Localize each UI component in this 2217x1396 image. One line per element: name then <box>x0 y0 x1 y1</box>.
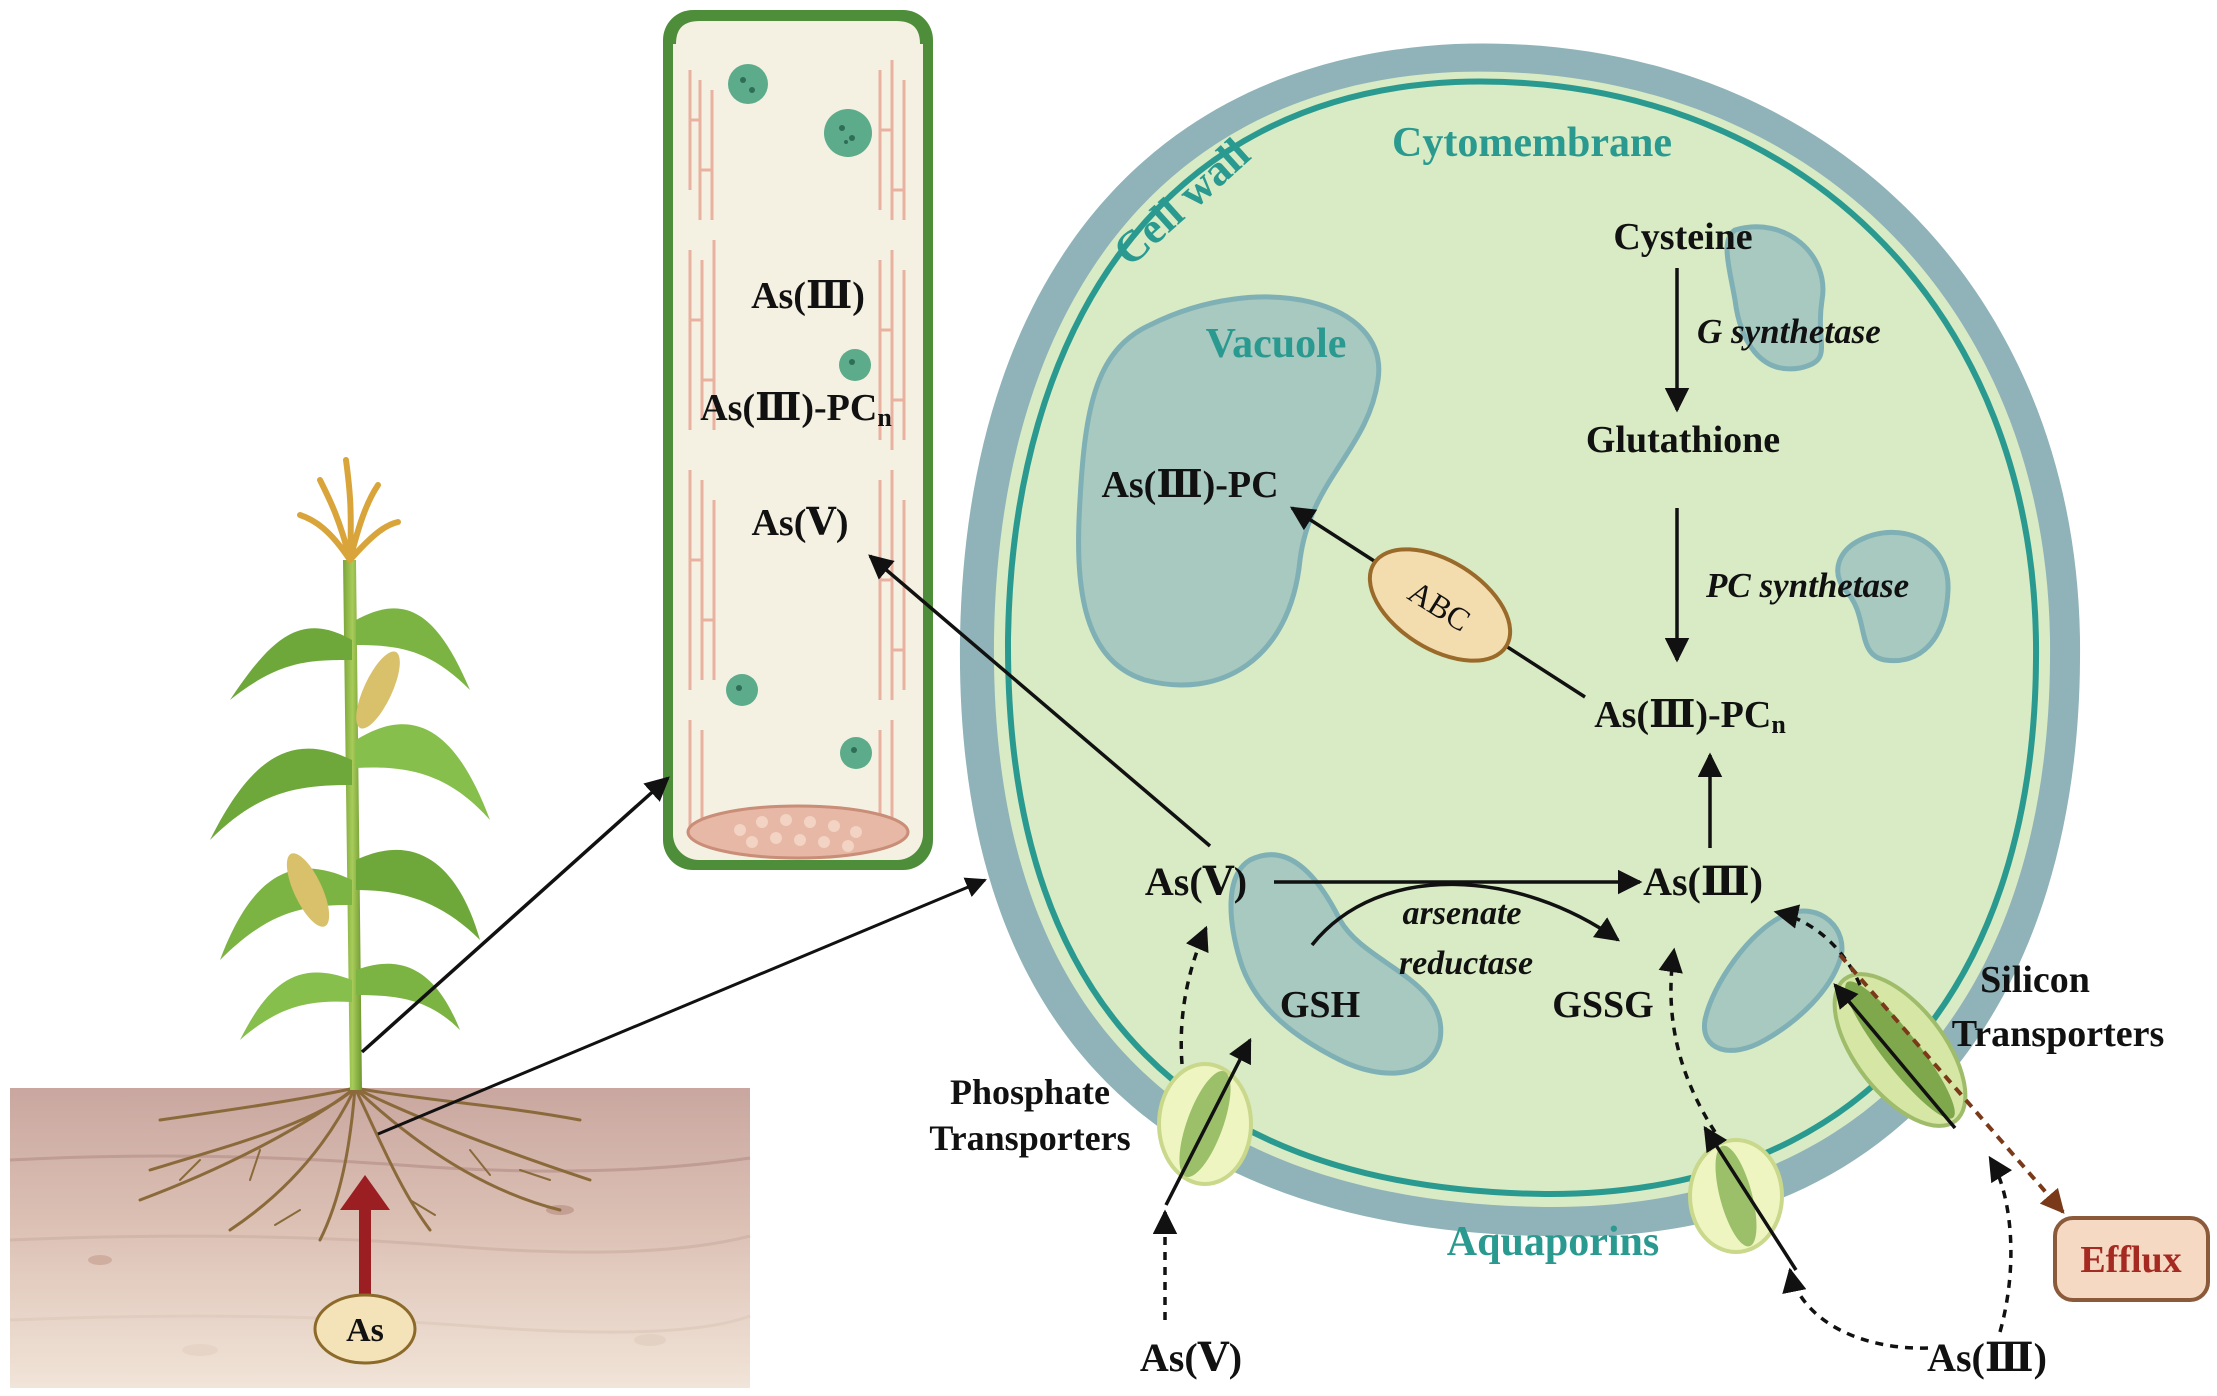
vacuole-as3-pc-label: As(Ⅲ)-PC <box>1101 464 1278 506</box>
svg-text:As(Ⅲ)-PCn: As(Ⅲ)-PCn <box>700 387 892 432</box>
efflux-arrow <box>1838 953 2065 1214</box>
arsenate-label-2: reductase <box>1399 945 1533 982</box>
gssg-label: GSSG <box>1552 984 1653 1026</box>
outside-as5-label: As(Ⅴ) <box>1140 1335 1242 1380</box>
cytomembrane <box>1004 78 2040 1198</box>
arsenate-label-1: arsenate <box>1403 895 1522 932</box>
xylem-as3-pcn-subscript: n <box>877 403 892 432</box>
silicon-label-2: Transporters <box>1952 1013 2165 1055</box>
abc-transporter-icon: ABC <box>1367 547 1513 663</box>
roots <box>138 1086 592 1242</box>
silicon-transporter-icon <box>1832 972 1968 1128</box>
silicon-label-1: Silicon <box>1980 959 2090 1001</box>
aquaporins-label: Aquaporins <box>1447 1219 1659 1265</box>
svg-text:As(Ⅲ)-PCn: As(Ⅲ)-PCn <box>1594 694 1786 739</box>
gsh-label: GSH <box>1280 984 1360 1026</box>
vacuole-right <box>1835 529 1951 664</box>
efflux-badge: Efflux <box>2053 1216 2210 1302</box>
aquaporin-icon <box>1688 1138 1784 1254</box>
phosphate-transporter-icon <box>1157 1062 1253 1186</box>
cell-as3-pcn-label: As(Ⅲ)-PC <box>1594 694 1771 736</box>
phosphate-label-2: Transporters <box>929 1118 1130 1158</box>
efflux-label: Efflux <box>2080 1239 2181 1281</box>
cell-as3-label: As(Ⅲ) <box>1643 859 1763 904</box>
vacuole-label: Vacuole <box>1206 321 1347 367</box>
pc-synthetase-label: PC synthetase <box>1705 566 1909 605</box>
glutathione-label: Glutathione <box>1586 419 1780 461</box>
xylem-as3-label: As(Ⅲ) <box>751 275 865 317</box>
cell-as3-pcn-subscript: n <box>1771 710 1786 739</box>
vacuole-gssg <box>1701 908 1845 1053</box>
cell-as5-label: As(Ⅴ) <box>1145 859 1247 904</box>
vacuole-top <box>1724 224 1826 372</box>
gsh-to-gssg-arrow <box>1310 882 1620 947</box>
phosphate-label-1: Phosphate <box>950 1072 1110 1112</box>
xylem-vessel <box>663 10 933 870</box>
corn-plant-icon <box>210 457 490 1090</box>
xylem-as5-label: As(Ⅴ) <box>751 502 848 544</box>
soil-uptake-arrow <box>340 1175 390 1295</box>
vacuole-large <box>1076 294 1382 688</box>
cell-to-xylem-arrow <box>868 554 1212 848</box>
xylem-as3-pcn-label: As(Ⅲ)-PC <box>700 387 877 429</box>
g-synthetase-label: G synthetase <box>1697 312 1881 351</box>
soil-as-badge: As <box>313 1293 417 1365</box>
outside-as3-label: As(Ⅲ) <box>1927 1335 2047 1380</box>
cysteine-label: Cysteine <box>1613 216 1752 258</box>
soil-as-label: As <box>346 1312 384 1349</box>
plant-to-xylem-arrow <box>360 776 670 1054</box>
root-to-cell-arrow <box>377 877 987 1136</box>
vacuole-gsh <box>1228 852 1444 1076</box>
cytomembrane-label: Cytomembrane <box>1392 120 1672 166</box>
